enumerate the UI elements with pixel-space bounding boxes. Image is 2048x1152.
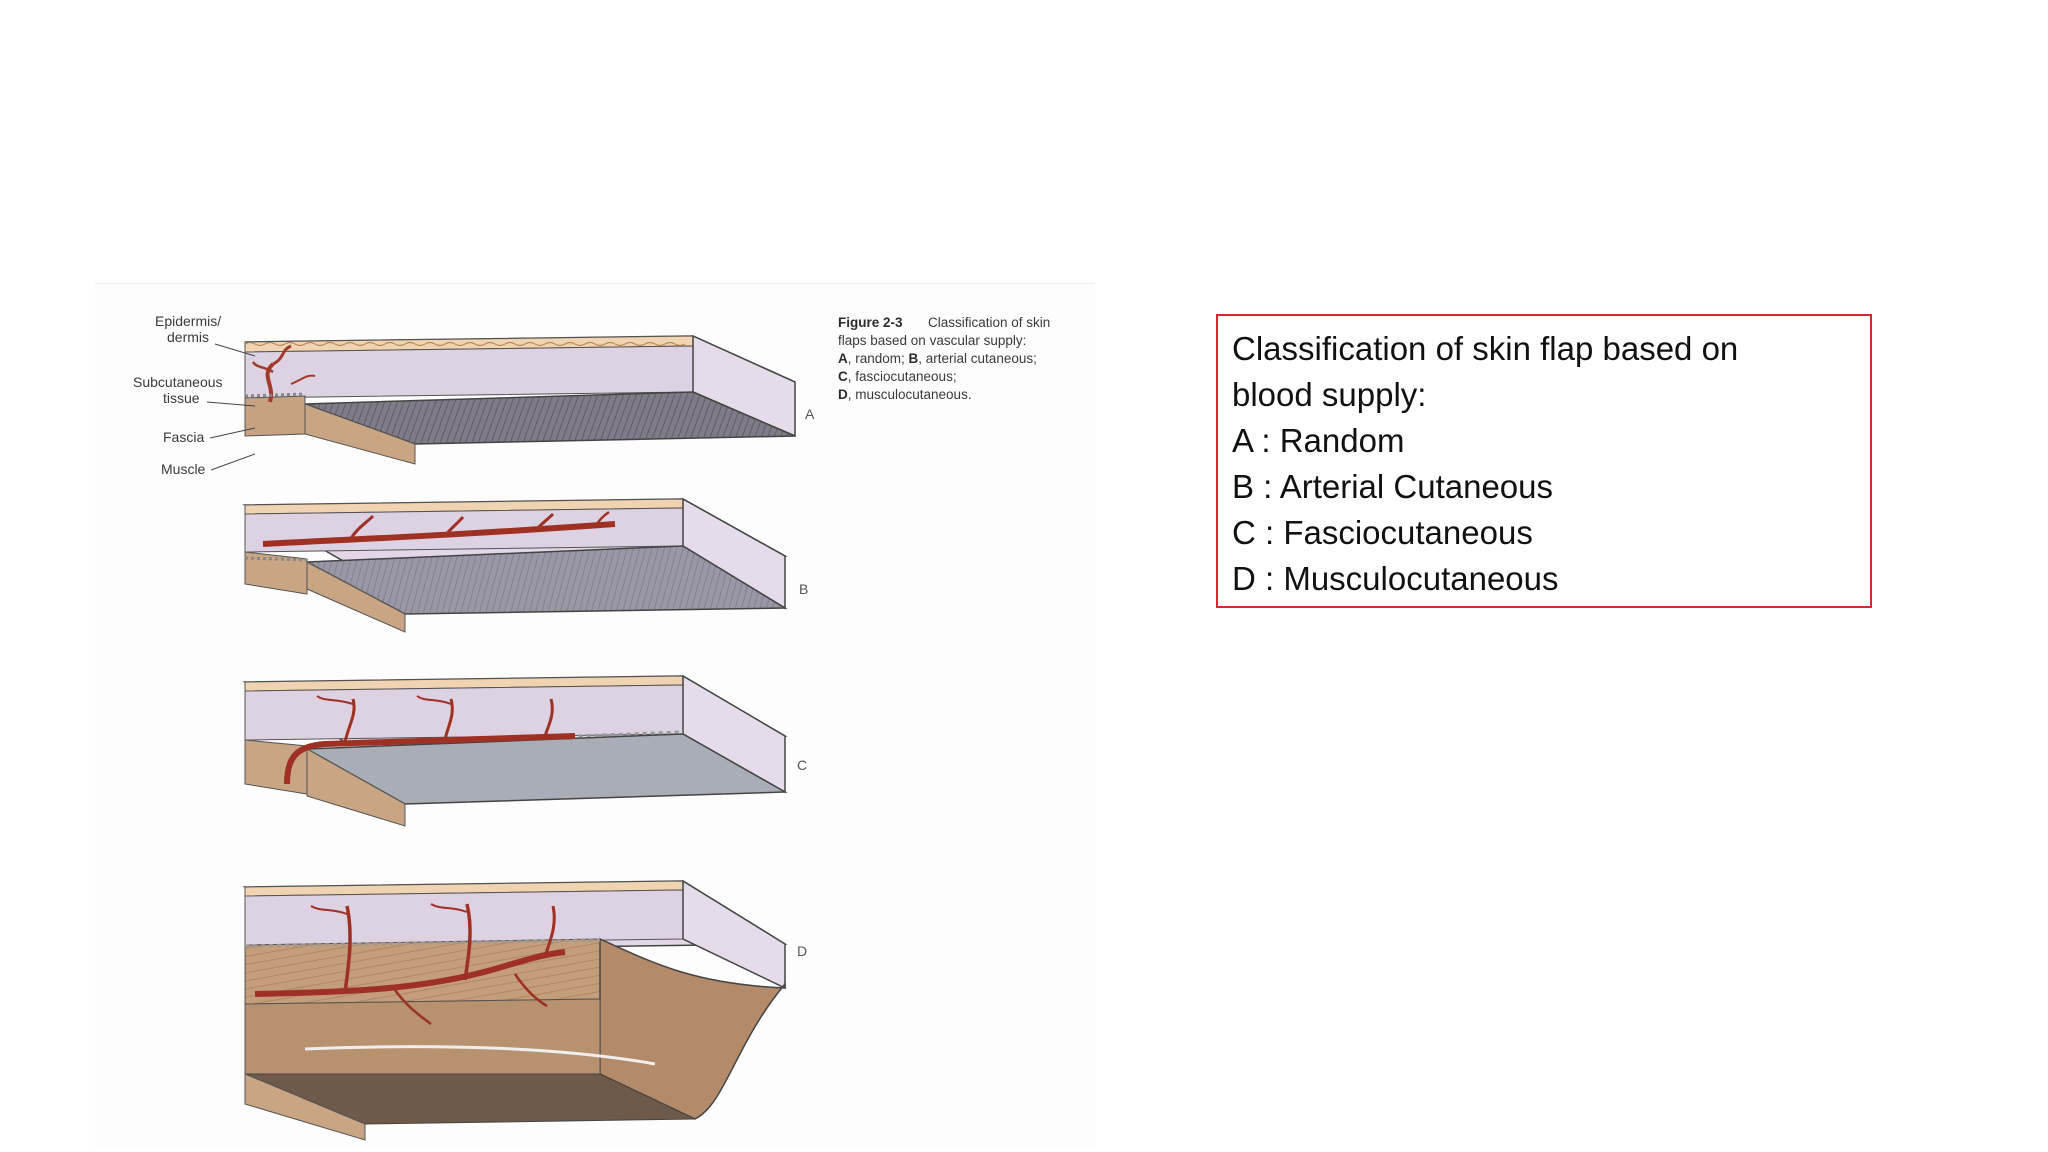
layer-labels: Epidermis/ dermis Subcutaneous tissue Fa… [133, 313, 256, 477]
caption-line5: D, musculocutaneous. [838, 387, 972, 402]
caption-line3: A, random; B, arterial cutaneous; [838, 351, 1037, 366]
info-title-line1: Classification of skin flap based on [1232, 330, 1739, 367]
classification-info-box: Classification of skin flap based on blo… [1216, 314, 1872, 608]
panel-c [242, 674, 788, 827]
panel-a [244, 334, 796, 465]
panel-letter-a: A [805, 406, 815, 422]
caption-line1: Classification of skin [928, 315, 1050, 330]
panel-letter-c: C [797, 757, 807, 773]
figure-caption: Figure 2-3 Classification of skin flaps … [838, 315, 1050, 402]
label-muscle: Muscle [161, 461, 206, 477]
label-fascia: Fascia [163, 429, 204, 445]
label-tissue: tissue [163, 390, 200, 406]
label-epidermis: Epidermis/ [155, 313, 221, 329]
label-subcutaneous: Subcutaneous [133, 374, 223, 390]
info-item-d: D : Musculocutaneous [1232, 560, 1559, 597]
panel-letter-d: D [797, 943, 807, 959]
info-item-b: B : Arterial Cutaneous [1232, 468, 1554, 505]
panel-d [242, 879, 788, 1141]
panel-b [242, 497, 788, 633]
caption-figure-number: Figure 2-3 [838, 315, 903, 330]
panel-letter-b: B [799, 581, 808, 597]
info-title-line2: blood supply: [1232, 376, 1427, 413]
info-item-a: A : Random [1232, 422, 1405, 459]
caption-line4: C, fasciocutaneous; [838, 369, 957, 384]
skin-flap-illustration: Epidermis/ dermis Subcutaneous tissue Fa… [133, 313, 1050, 1141]
caption-line2: flaps based on vascular supply: [838, 333, 1026, 348]
skin-flap-figure: Epidermis/ dermis Subcutaneous tissue Fa… [95, 283, 1095, 1150]
info-item-c: C : Fasciocutaneous [1232, 514, 1533, 551]
label-dermis: dermis [167, 329, 209, 345]
